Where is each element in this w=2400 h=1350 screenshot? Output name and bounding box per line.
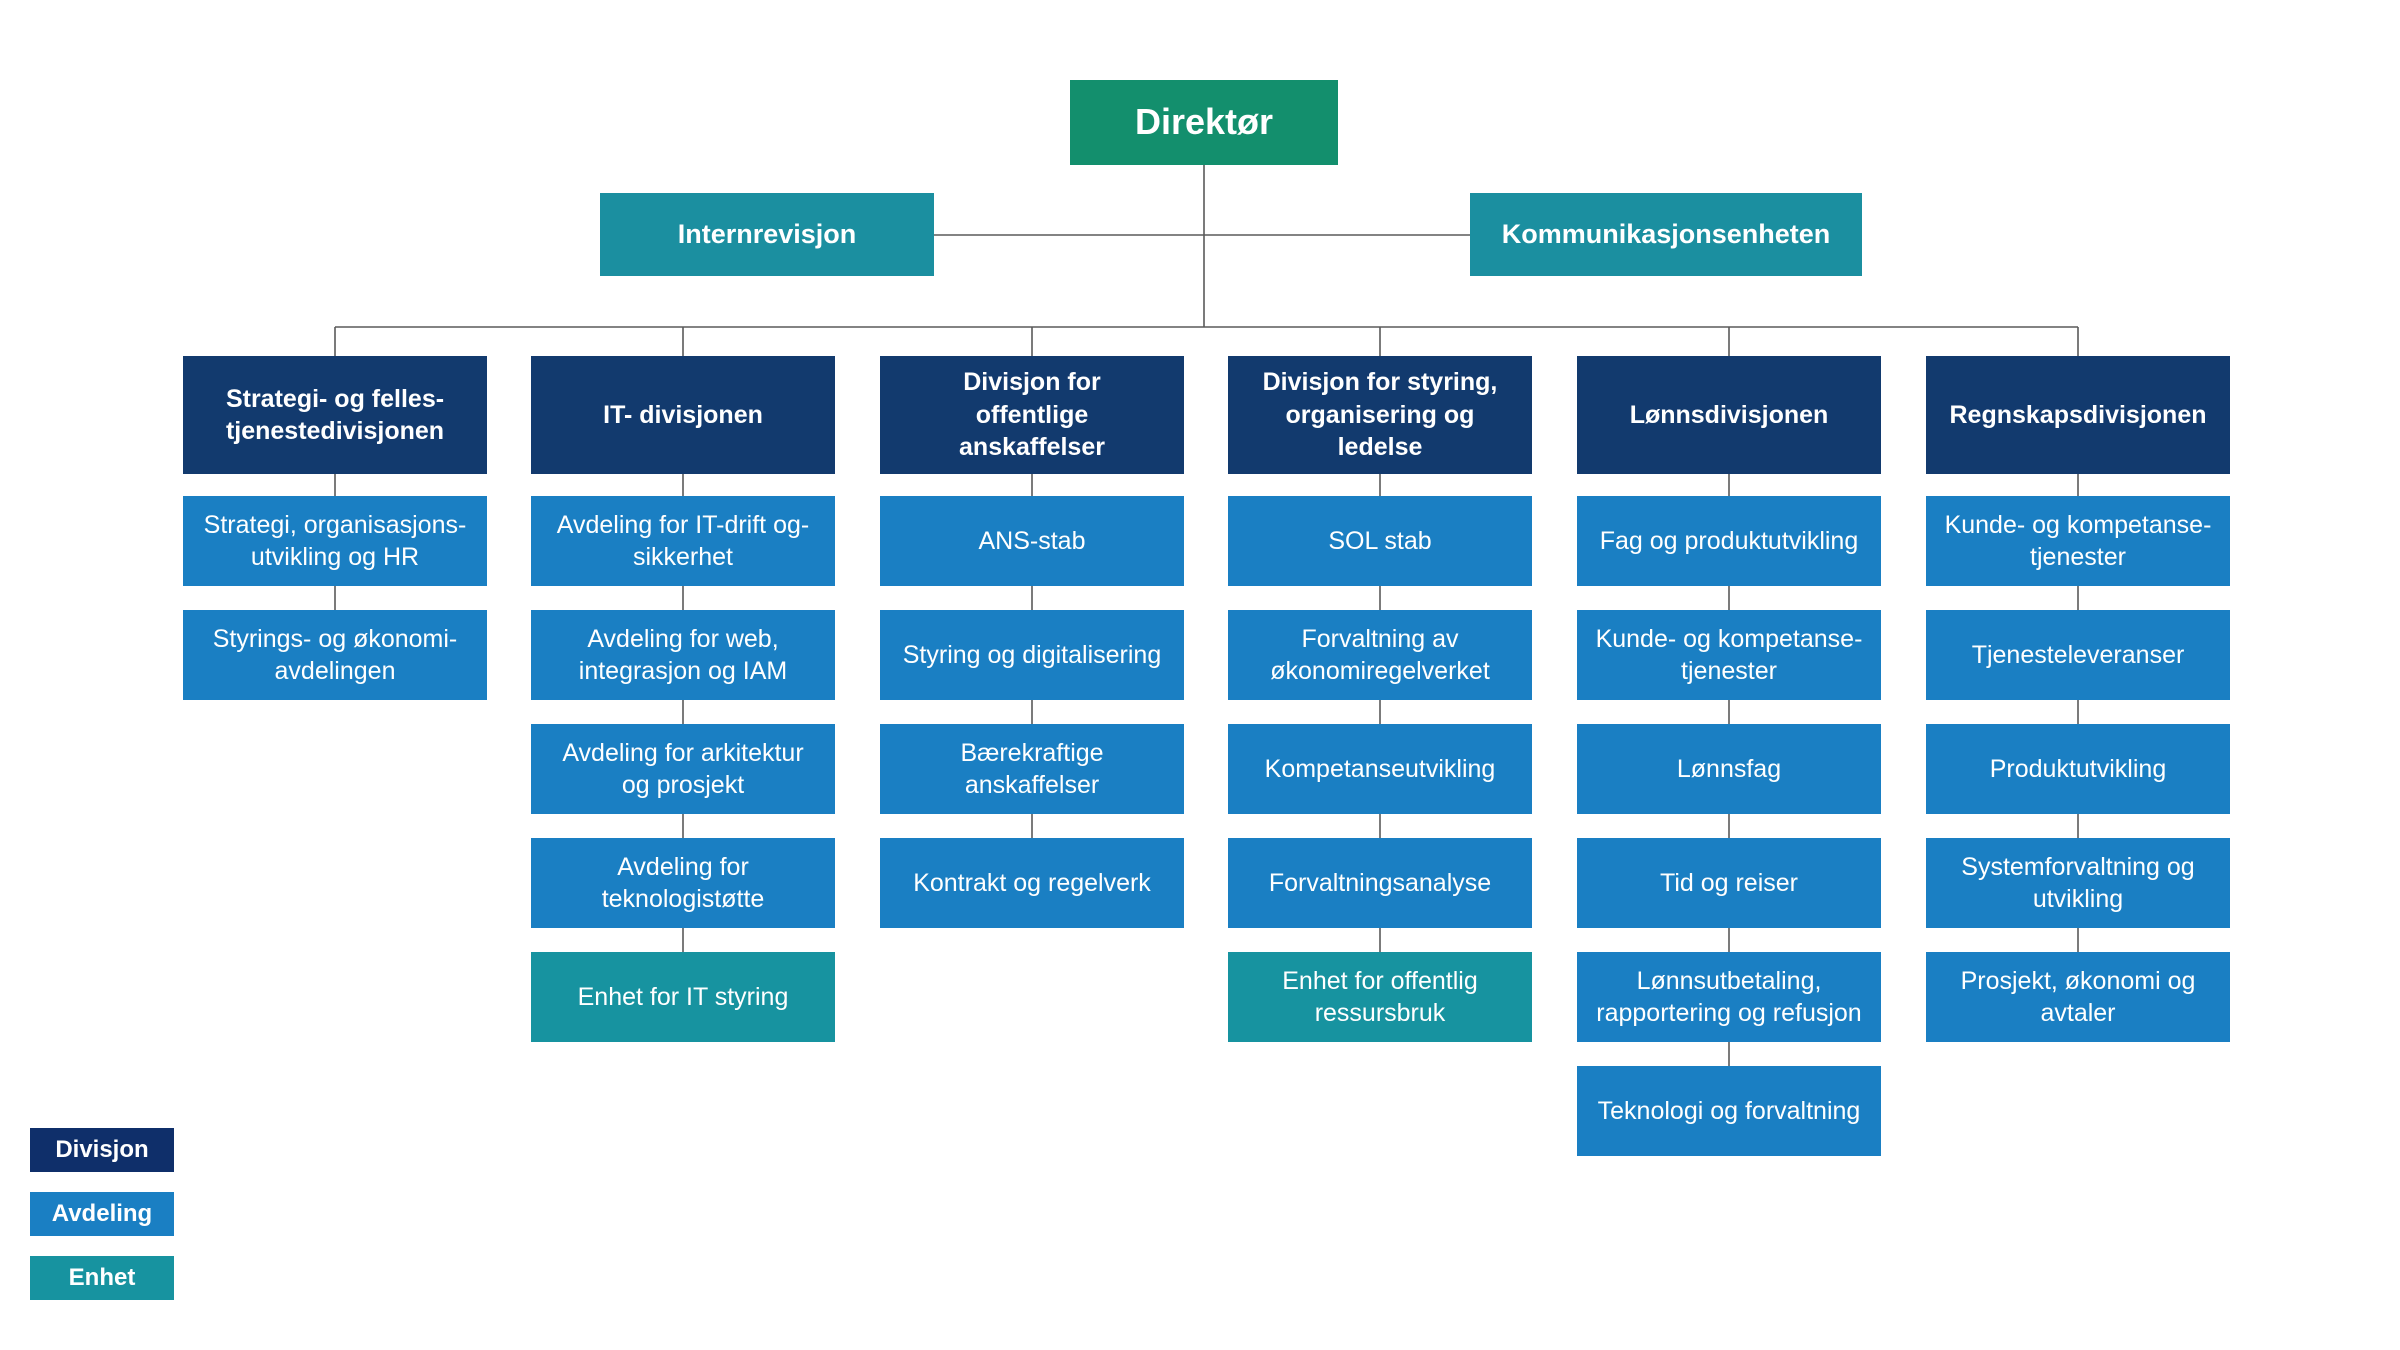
- legend-divisjon: Divisjon: [30, 1128, 174, 1172]
- department-avdeling-for-web-integrasjon-og-iam: Avdeling for web,integrasjon og IAM: [531, 610, 835, 700]
- department-kompetanseutvikling: Kompetanseutvikling: [1228, 724, 1532, 814]
- department-kunde-og-kompetanse-tjenester: Kunde- og kompetanse-tjenester: [1926, 496, 2230, 586]
- department-kontrakt-og-regelverk: Kontrakt og regelverk: [880, 838, 1184, 928]
- department-sol-stab: SOL stab: [1228, 496, 1532, 586]
- department-ans-stab: ANS-stab: [880, 496, 1184, 586]
- unit-enhet-for-it-styring: Enhet for IT styring: [531, 952, 835, 1042]
- department-produktutvikling: Produktutvikling: [1926, 724, 2230, 814]
- legend-enhet: Enhet: [30, 1256, 174, 1300]
- department-lonnsutbetaling-rapportering-og-refusjon: Lønnsutbetaling,rapportering og refusjon: [1577, 952, 1881, 1042]
- director-box: Direktør: [1070, 80, 1338, 165]
- department-styring-og-digitalisering: Styring og digitalisering: [880, 610, 1184, 700]
- communications-box: Kommunikasjonsenheten: [1470, 193, 1862, 276]
- division-regnskapsdivisjonen: Regnskapsdivisjonen: [1926, 356, 2230, 474]
- department-avdeling-for-it-drift-og-sikkerhet: Avdeling for IT-drift og-sikkerhet: [531, 496, 835, 586]
- division-strategi-og-felles-tjenestedivisjonen: Strategi- og felles-tjenestedivisjonen: [183, 356, 487, 474]
- division-it-divisjonen: IT- divisjonen: [531, 356, 835, 474]
- department-forvaltningsanalyse: Forvaltningsanalyse: [1228, 838, 1532, 928]
- division-lonnsdivisjonen: Lønnsdivisjonen: [1577, 356, 1881, 474]
- department-kunde-og-kompetanse-tjenester: Kunde- og kompetanse-tjenester: [1577, 610, 1881, 700]
- department-strategi-organisasjons-utvikling-og-hr: Strategi, organisasjons-utvikling og HR: [183, 496, 487, 586]
- department-teknologi-og-forvaltning: Teknologi og forvaltning: [1577, 1066, 1881, 1156]
- internal-audit-box: Internrevisjon: [600, 193, 934, 276]
- department-fag-og-produktutvikling: Fag og produktutvikling: [1577, 496, 1881, 586]
- department-styrings-og-okonomi-avdelingen: Styrings- og økonomi-avdelingen: [183, 610, 487, 700]
- legend-avdeling: Avdeling: [30, 1192, 174, 1236]
- department-tid-og-reiser: Tid og reiser: [1577, 838, 1881, 928]
- department-lonnsfag: Lønnsfag: [1577, 724, 1881, 814]
- department-tjenesteleveranser: Tjenesteleveranser: [1926, 610, 2230, 700]
